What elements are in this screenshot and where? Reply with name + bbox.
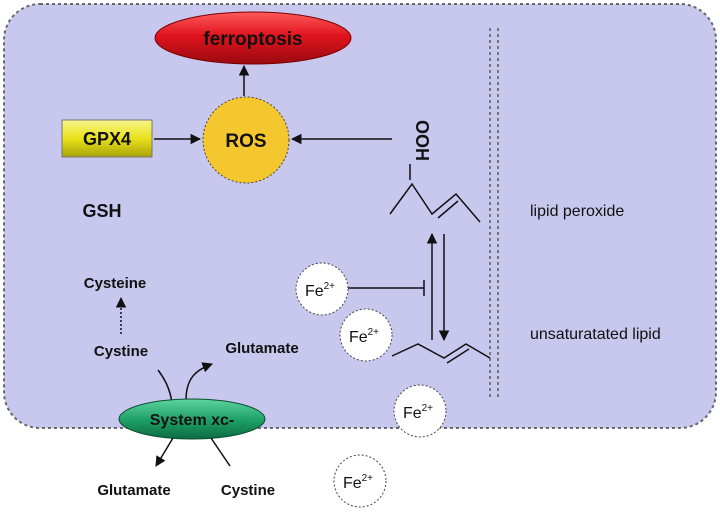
line-cystine-outside [210,437,231,467]
gpx4-node: GPX4 [61,119,153,158]
cell-membrane [3,3,717,429]
glutamate-inside-label: Glutamate [225,340,298,357]
ferroptosis-label: ferroptosis [203,29,302,50]
cysteine-label: Cysteine [84,275,147,292]
lipid-peroxide-structure: OOH [389,120,481,223]
arrow-glutamate-efflux [185,362,213,401]
fe-symbol: Fe [305,283,324,300]
gsh-label: GSH [82,201,121,221]
glutamate-outside-label: Glutamate [97,482,170,499]
svg-text:Fe2+: Fe2+ [305,281,335,300]
gpx4-label: GPX4 [83,129,131,149]
cystine-inside-label: Cystine [94,343,148,360]
svg-text:Fe2+: Fe2+ [343,473,373,492]
fe-charge: 2+ [422,403,434,414]
fe2-ion-1: Fe2+ [295,262,349,316]
svg-text:Fe2+: Fe2+ [349,327,379,346]
fe2-ion-3: Fe2+ [393,384,447,438]
lipid-peroxide-label: lipid peroxide [530,203,624,220]
unsaturated-lipid-structure [391,343,491,364]
system-xc-node: System xc- [118,398,266,440]
fe-symbol: Fe [403,405,422,422]
fe-charge: 2+ [324,281,336,292]
cystine-outside-label: Cystine [221,482,275,499]
fe-symbol: Fe [349,329,368,346]
fe-charge: 2+ [368,327,380,338]
fe-symbol: Fe [343,475,362,492]
ros-node: ROS [202,96,290,184]
fe-charge: 2+ [362,473,374,484]
fe2-ion-2: Fe2+ [339,308,393,362]
fe2-ion-4: Fe2+ [333,454,387,508]
arrow-to-glutamate-outside [155,437,174,467]
ferroptosis-node: ferroptosis [154,11,352,65]
ooh-group-label: OOH [412,120,432,161]
svg-text:Fe2+: Fe2+ [403,403,433,422]
system-xc-label: System xc- [150,412,235,429]
unsaturated-lipid-label: unsaturatated lipid [530,326,661,343]
ros-label: ROS [225,131,266,152]
